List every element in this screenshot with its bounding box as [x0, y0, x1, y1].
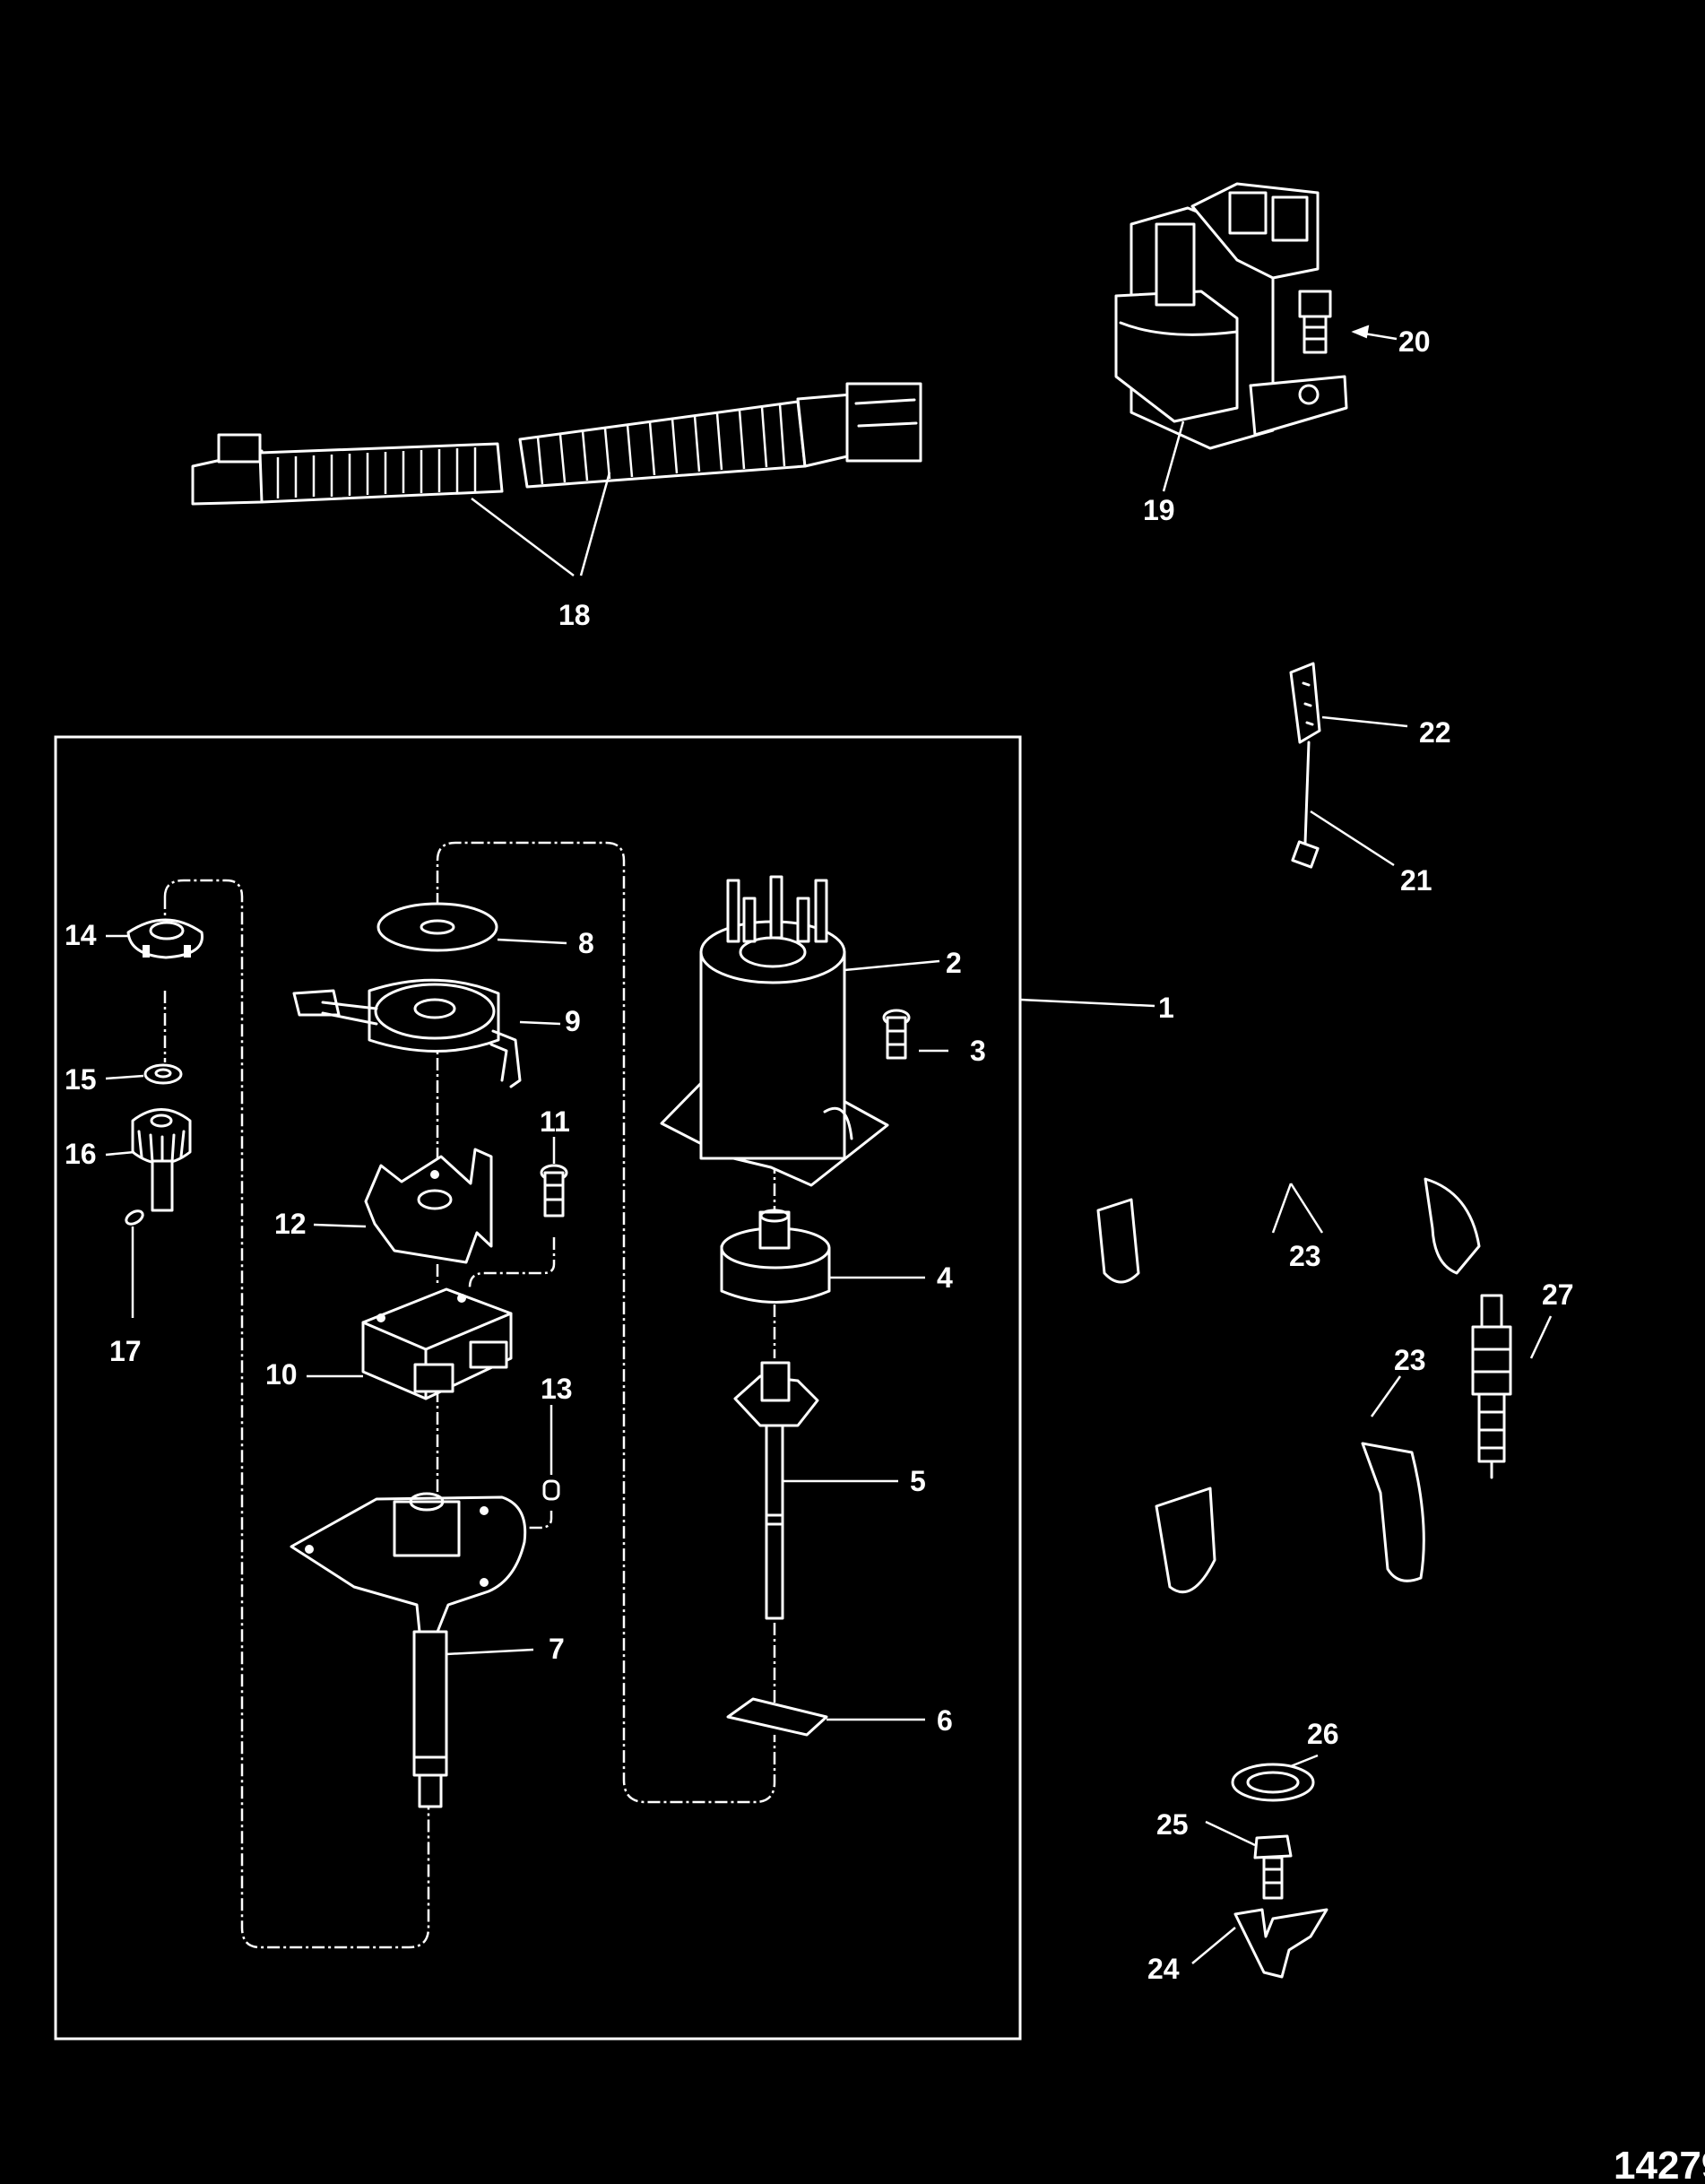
- assembly-frame: [54, 735, 1022, 2041]
- drive-gear: [105, 1108, 192, 1212]
- drive-tang: [726, 1697, 925, 1737]
- callout-4: 4: [937, 1261, 953, 1294]
- cap-screw: [882, 1009, 948, 1060]
- callout-2: 2: [946, 947, 962, 979]
- distributor-cap: [660, 875, 940, 1187]
- callout-3: 3: [970, 1035, 986, 1067]
- distributor-housing: [290, 1492, 534, 1808]
- distributor-shaft: [733, 1361, 898, 1620]
- pickup-coil: [292, 978, 561, 1088]
- rotor: [720, 1209, 925, 1304]
- ground-wire-and-clip: [1289, 662, 1408, 869]
- callout-23-lower: 23: [1394, 1344, 1426, 1376]
- washer: [376, 902, 567, 952]
- coil-bolt: [1298, 290, 1398, 354]
- callout-6: 6: [937, 1704, 953, 1737]
- reference-number: 14279: [1614, 2144, 1705, 2184]
- callout-26: 26: [1307, 1718, 1339, 1750]
- callout-10: 10: [265, 1358, 298, 1391]
- callout-27: 27: [1542, 1278, 1574, 1311]
- callout-14: 14: [65, 919, 97, 951]
- spark-plug-wires: [1096, 1158, 1481, 1594]
- callout-labels: 1 2 3 4 5 6 7 8 9 10 11 12 13 14 15 16 1…: [65, 325, 1574, 1985]
- callout-22: 22: [1419, 716, 1451, 749]
- callout-20: 20: [1398, 325, 1431, 358]
- callout-24: 24: [1147, 1953, 1180, 1985]
- callout-13: 13: [541, 1373, 573, 1405]
- callout-16: 16: [65, 1138, 97, 1170]
- spark-plug: [1471, 1294, 1553, 1479]
- wiring-harness: [191, 382, 922, 576]
- callout-11: 11: [540, 1105, 570, 1138]
- callout-23-upper: 23: [1289, 1240, 1321, 1272]
- callout-1: 1: [1158, 992, 1174, 1024]
- plug: [542, 1405, 560, 1501]
- mounting-hardware: [1191, 1754, 1329, 1979]
- oil-seal-retainer: [106, 918, 203, 959]
- shield: [313, 1148, 493, 1264]
- callout-15: 15: [65, 1063, 97, 1096]
- callout-17: 17: [109, 1335, 142, 1367]
- callout-19: 19: [1143, 494, 1175, 526]
- ignition-coil: [1114, 182, 1348, 492]
- ignition-module: [307, 1287, 513, 1400]
- roll-pin: [125, 1209, 144, 1318]
- nut: [105, 1063, 183, 1085]
- callout-18: 18: [558, 599, 591, 631]
- callout-7: 7: [549, 1633, 565, 1665]
- callout-9: 9: [565, 1005, 581, 1037]
- ignition-module-screw: [540, 1137, 568, 1218]
- callout-21: 21: [1400, 864, 1432, 897]
- callout-12: 12: [274, 1208, 307, 1240]
- callout-8: 8: [578, 927, 594, 959]
- callout-25: 25: [1156, 1808, 1189, 1841]
- callout-5: 5: [910, 1465, 926, 1497]
- assembly-alignment-lines: [163, 841, 776, 1949]
